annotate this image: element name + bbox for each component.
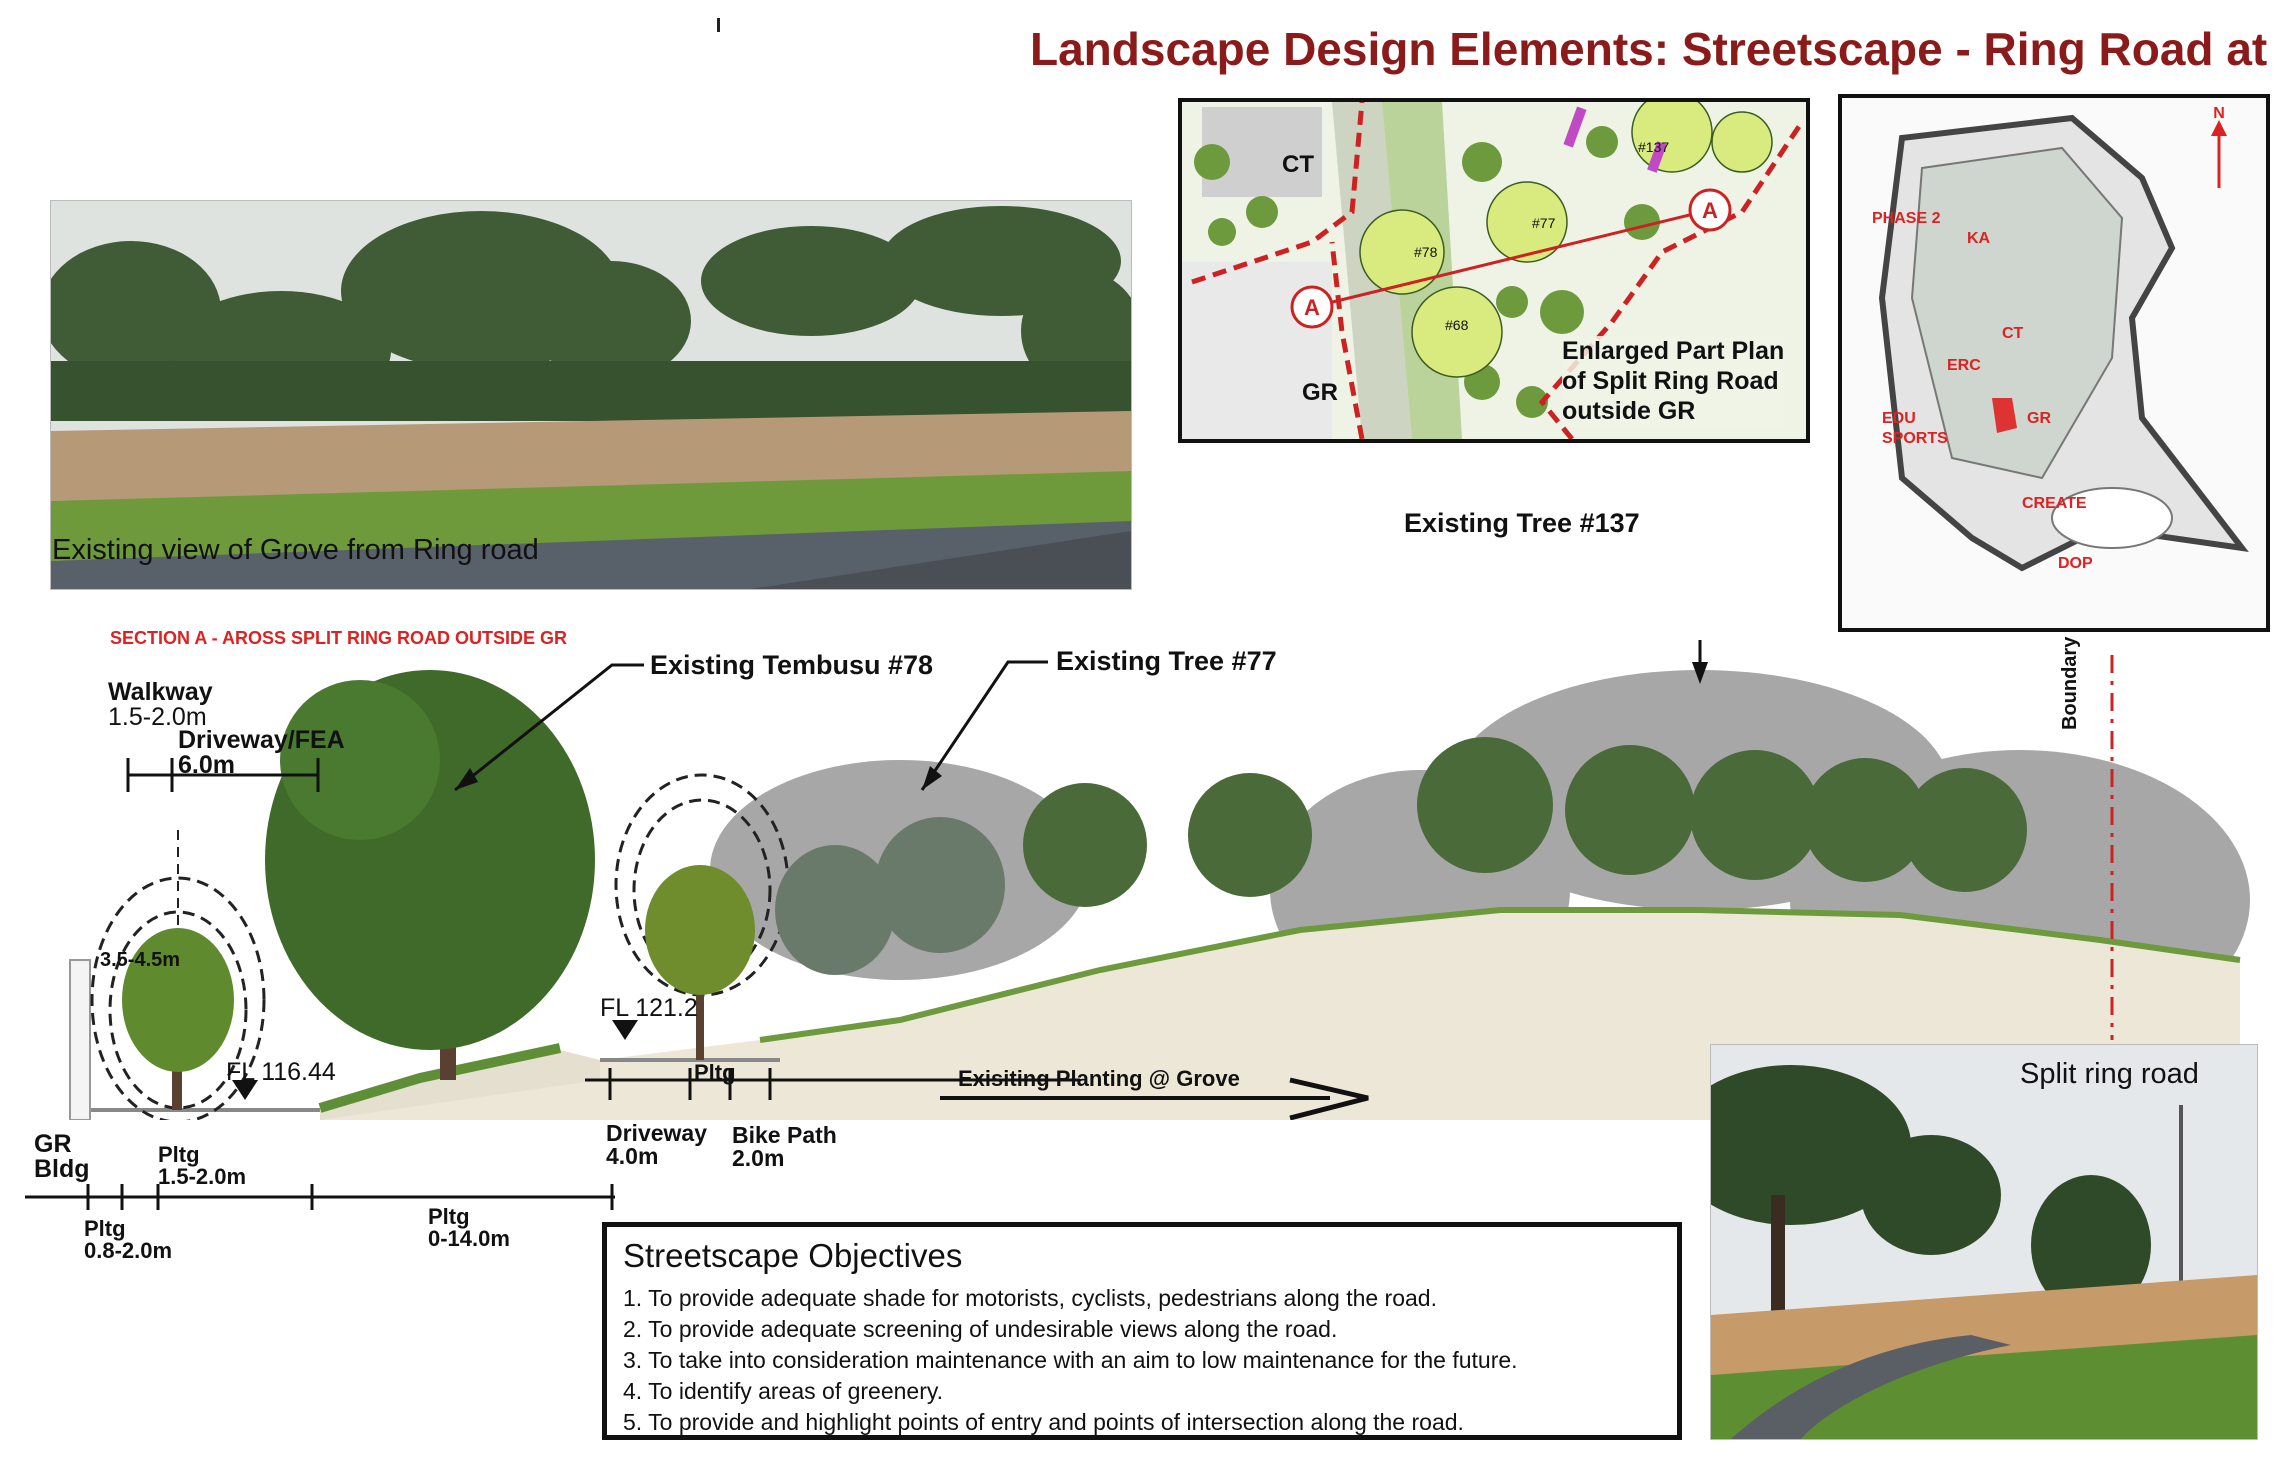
plan-caption-line: outside GR <box>1562 397 1696 425</box>
label-planting-arrow: Exisiting Planting @ Grove <box>958 1066 1240 1091</box>
label-pltg-b: Pltg 0.8-2.0m <box>84 1218 172 1262</box>
label-pltg-d: Pltg <box>694 1060 736 1085</box>
photo-grove-caption: Existing view of Grove from Ring road <box>52 534 539 566</box>
label-driveway-fea-name: Driveway/FEA <box>178 726 345 754</box>
label-gr: GR <box>34 1130 72 1158</box>
plan-inset: A A CT GR #78 #77 #68 #137 Enlarged Part… <box>1178 98 1810 443</box>
objective-item: 4. To identify areas of greenery. <box>623 1378 944 1404</box>
objective-item: 3. To take into consideration maintenanc… <box>623 1347 1518 1373</box>
plan-caption: Enlarged Part Plan of Split Ring Road ou… <box>1562 336 1785 426</box>
plan-label-tree137: #137 <box>1638 139 1669 155</box>
top-tick-mark <box>717 18 720 32</box>
plan-caption-line: of Split Ring Road <box>1562 367 1779 395</box>
key-zone-erc: ERC <box>1947 357 1981 374</box>
objective-item: 5. To provide and highlight points of en… <box>623 1409 1464 1435</box>
label-driveway-fea: Driveway/FEA 6.0m <box>178 728 345 778</box>
label-pltg-b-width: 0.8-2.0m <box>84 1238 173 1263</box>
label-gr-bldg: GR Bldg <box>34 1132 90 1182</box>
label-pltg-a-width: 1.5-2.0m <box>158 1164 247 1189</box>
label-bldg: Bldg <box>34 1155 90 1183</box>
label-crown: 3.5-4.5m <box>100 949 181 971</box>
label-pltg-b-name: Pltg <box>84 1216 126 1241</box>
key-zone-edu: EDU <box>1882 410 1916 427</box>
objective-item: 2. To provide adequate screening of unde… <box>623 1316 1338 1342</box>
label-driveway-name: Driveway <box>606 1120 708 1146</box>
plan-label-gr: GR <box>1302 379 1338 406</box>
label-pltg-c-name: Pltg <box>428 1204 470 1229</box>
label-fl-121: FL 121.2 <box>600 994 698 1022</box>
label-pltg-c-width: 0-14.0m <box>428 1226 510 1251</box>
bottom-dimension-line <box>25 1184 615 1210</box>
label-pltg-c: Pltg 0-14.0m <box>428 1206 510 1250</box>
objective-item: 1. To provide adequate shade for motoris… <box>623 1285 1437 1311</box>
key-map: N PHASE 2 KA CT ERC EDU SPORTS GR CREATE… <box>1838 94 2270 632</box>
plan-label-tree68: #68 <box>1445 317 1469 333</box>
label-boundary: Boundary <box>2059 636 2081 730</box>
objectives-box: Streetscape Objectives 1. To provide ade… <box>602 1222 1682 1440</box>
section-a-marker-left: A <box>1304 295 1320 320</box>
label-pltg-a-name: Pltg <box>158 1142 200 1167</box>
label-driveway-width: 4.0m <box>606 1143 659 1169</box>
label-bike-path: Bike Path 2.0m <box>732 1124 837 1170</box>
north-label: N <box>2213 105 2225 122</box>
photo-grove-view <box>50 200 1132 590</box>
callout-tembusu: Existing Tembusu #78 <box>650 650 934 680</box>
page-title: Landscape Design Elements: Streetscape -… <box>1030 23 2276 75</box>
section-drawing <box>69 640 2250 1120</box>
photo-split-road-caption: Split ring road <box>2020 1058 2199 1090</box>
label-driveway-fea-width: 6.0m <box>178 751 235 779</box>
label-pltg-a: Pltg 1.5-2.0m <box>158 1144 246 1188</box>
label-walkway-name: Walkway <box>108 678 213 706</box>
key-zone-phase2: PHASE 2 <box>1872 210 1941 227</box>
plan-label-ct: CT <box>1282 151 1314 178</box>
section-heading: SECTION A - AROSS SPLIT RING ROAD OUTSID… <box>110 628 568 648</box>
plan-label-tree77: #77 <box>1532 215 1556 231</box>
callout-tree137: Existing Tree #137 <box>1404 508 1640 538</box>
label-walkway-width: 1.5-2.0m <box>108 703 207 731</box>
plan-drawing: A A CT GR #78 #77 #68 #137 <box>1182 102 1806 439</box>
label-bike-path-name: Bike Path <box>732 1122 837 1148</box>
callout-tree77: Existing Tree #77 <box>1056 646 1277 676</box>
key-zone-ct: CT <box>2002 325 2024 342</box>
key-zone-ka: KA <box>1967 230 1991 247</box>
key-zone-dop: DOP <box>2058 555 2093 572</box>
grove-photo-illustration <box>51 201 1131 589</box>
label-bike-path-width: 2.0m <box>732 1145 785 1171</box>
photo-split-ring-road <box>1710 1044 2258 1440</box>
key-zone-create: CREATE <box>2022 495 2087 512</box>
key-map-drawing: N PHASE 2 KA CT ERC EDU SPORTS GR CREATE… <box>1842 98 2266 628</box>
key-zone-gr: GR <box>2027 410 2051 427</box>
label-walkway: Walkway 1.5-2.0m <box>108 680 213 730</box>
key-zone-sports: SPORTS <box>1882 430 1948 447</box>
label-driveway: Driveway 4.0m <box>606 1122 707 1168</box>
section-a-marker-right: A <box>1702 198 1718 223</box>
plan-label-tree78: #78 <box>1414 244 1438 260</box>
plan-caption-line: Enlarged Part Plan <box>1562 337 1785 365</box>
objectives-title: Streetscape Objectives <box>623 1237 963 1274</box>
label-fl-116: FL 116.44 <box>226 1058 336 1086</box>
split-road-photo-illustration <box>1711 1045 2257 1439</box>
